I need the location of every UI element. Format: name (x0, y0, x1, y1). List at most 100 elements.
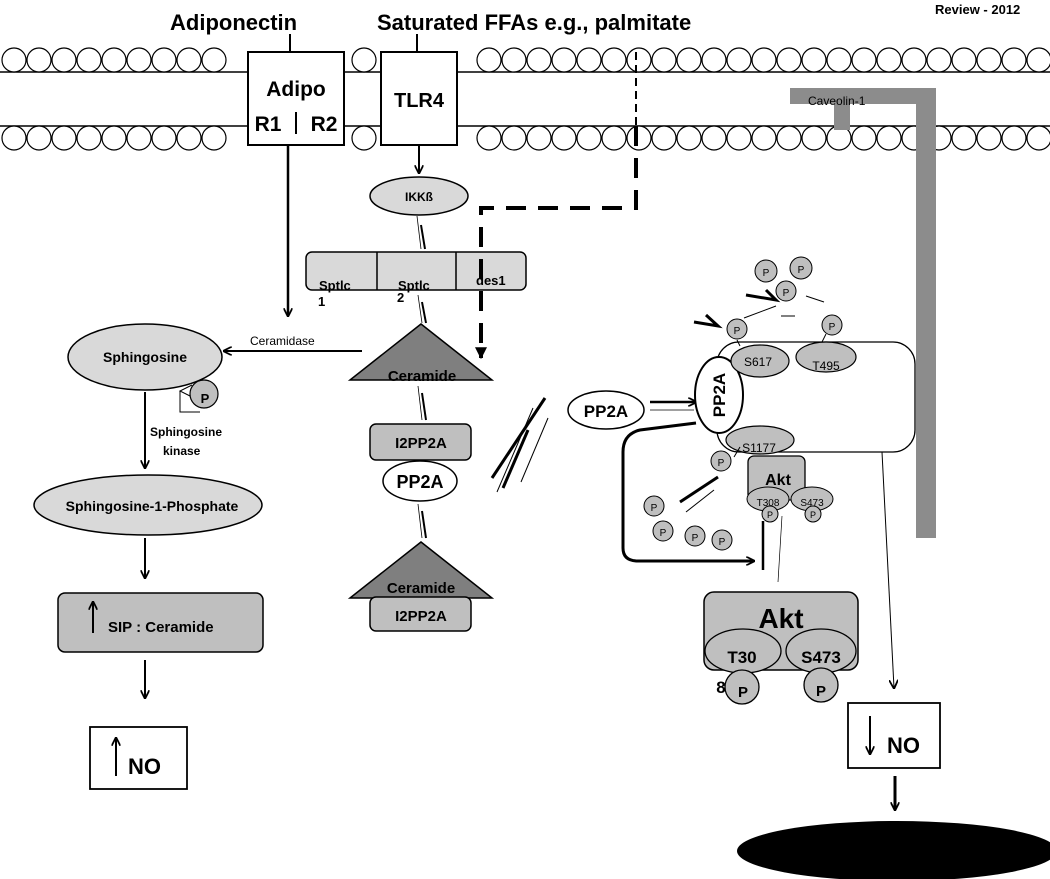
ffa-dashed-arrow (475, 126, 638, 360)
lipid-head-outer (601, 47, 627, 73)
svg-text:P: P (798, 265, 805, 276)
cell-membrane (0, 47, 1050, 151)
no-decrease-label: NO (887, 733, 920, 758)
lipid-heads (1, 47, 1050, 151)
ratio-label: SIP : Ceramide (108, 619, 214, 636)
lipid-head-inner (76, 125, 102, 151)
i2pp2a-box-bottom (369, 596, 472, 632)
diagonal-separator (490, 397, 549, 493)
lipid-head-outer (976, 47, 1002, 73)
lipid-head-outer (1026, 47, 1050, 73)
lipid-head-inner (651, 125, 677, 151)
sptlc1-label: Sptlc (319, 278, 351, 293)
lipid-head-outer (801, 47, 827, 73)
lipid-head-inner (951, 125, 977, 151)
lipid-head-inner (876, 125, 902, 151)
t495-site (795, 341, 857, 373)
lipid-head-inner (51, 125, 77, 151)
ceramide-top-label: Ceramide (388, 368, 456, 385)
lipid-head-outer (1001, 47, 1027, 73)
caveolin-label: Caveolin-1 (808, 94, 866, 108)
i2pp2a-top-label: I2PP2A (395, 435, 447, 452)
outcome-oval (737, 821, 1050, 879)
svg-text:P: P (719, 537, 726, 548)
akt-large-8-label: 8 (716, 678, 725, 697)
des1-label: des1 (476, 273, 506, 288)
lipid-head-inner (551, 125, 577, 151)
lipid-head-outer (951, 47, 977, 73)
lipid-head-inner (351, 125, 377, 151)
pp2a-binding-arrow (650, 402, 696, 411)
enos-phospho-cluster: P P P P P (693, 256, 843, 347)
lipid-head-inner (576, 125, 602, 151)
s1177-site (725, 425, 795, 455)
no-increase-label: NO (128, 754, 161, 779)
adipor-r1-label: R1 (255, 113, 282, 136)
akt-small-phospho-cluster: P P P P P P P (643, 446, 822, 551)
lipid-head-outer (701, 47, 727, 73)
pp2a-free-label: PP2A (584, 402, 628, 421)
akt-large-s473-label: S473 (801, 648, 841, 667)
lipid-head-inner (801, 125, 827, 151)
lipid-head-inner (626, 125, 652, 151)
ceramide-bottom-label: Ceramide (387, 580, 455, 597)
lipid-head-inner (751, 125, 777, 151)
lipid-head-outer (126, 47, 152, 73)
ceramide-to-i2pp2a-connector (417, 385, 427, 421)
lipid-head-outer (26, 47, 52, 73)
akt-small-label: Akt (765, 472, 791, 489)
s617-site (730, 344, 790, 378)
lipid-head-inner (1, 125, 27, 151)
adipor-r2-label: R2 (311, 113, 338, 136)
lipid-head-outer (501, 47, 527, 73)
s617-label: S617 (744, 355, 772, 369)
enos-to-no-arrow (881, 451, 894, 688)
svg-text:P: P (763, 268, 770, 279)
lipid-head-outer (726, 47, 752, 73)
svg-text:P: P (718, 458, 725, 469)
ikk-to-spt-connector (416, 215, 426, 250)
s1177-label: S1177 (742, 441, 776, 455)
svg-text:P: P (651, 503, 658, 514)
sptlc2-label: Sptlc (398, 278, 430, 293)
lipid-head-inner (101, 125, 127, 151)
s1p-node (33, 474, 263, 536)
pp2a-center-label: PP2A (396, 472, 443, 492)
lipid-head-outer (476, 47, 502, 73)
ceramidase-label: Ceramidase (250, 334, 315, 348)
akt-connector-thin (777, 515, 783, 583)
pp2a-to-ceramide-connector (417, 503, 427, 539)
lipid-head-inner (676, 125, 702, 151)
lipid-head-inner (151, 125, 177, 151)
svg-text:P: P (734, 326, 741, 337)
i2pp2a-box-top (369, 423, 472, 461)
adiponectin-label: Adiponectin (170, 10, 297, 35)
lipid-head-outer (76, 47, 102, 73)
akt-small-t308-label: T308 (757, 498, 780, 509)
lipid-head-outer (876, 47, 902, 73)
pp2a-center-node (382, 460, 458, 502)
sphingosine-label: Sphingosine (103, 349, 187, 365)
lipid-head-inner (26, 125, 52, 151)
lipid-head-outer (576, 47, 602, 73)
akt-large-phospho-left (724, 669, 760, 705)
review-badge: Review - 2012 (935, 2, 1020, 17)
lipid-head-outer (776, 47, 802, 73)
lipid-head-outer (901, 47, 927, 73)
lipid-head-inner (126, 125, 152, 151)
lipid-head-outer (201, 47, 227, 73)
ikk-node (369, 176, 469, 216)
adipor-receptor: Adipo R1 R2 (247, 51, 345, 146)
kinase-label-line1: Sphingosine (150, 425, 222, 439)
lipid-head-outer (826, 47, 852, 73)
lipid-head-inner (476, 125, 502, 151)
pp2a-bound-node (694, 356, 744, 434)
lipid-head-outer (676, 47, 702, 73)
svg-text:P: P (692, 533, 699, 544)
svg-text:P: P (767, 510, 773, 520)
lipid-head-outer (176, 47, 202, 73)
phosphorylation-bracket (178, 384, 200, 413)
tlr4-label: TLR4 (394, 90, 445, 112)
lipid-head-outer (1, 47, 27, 73)
